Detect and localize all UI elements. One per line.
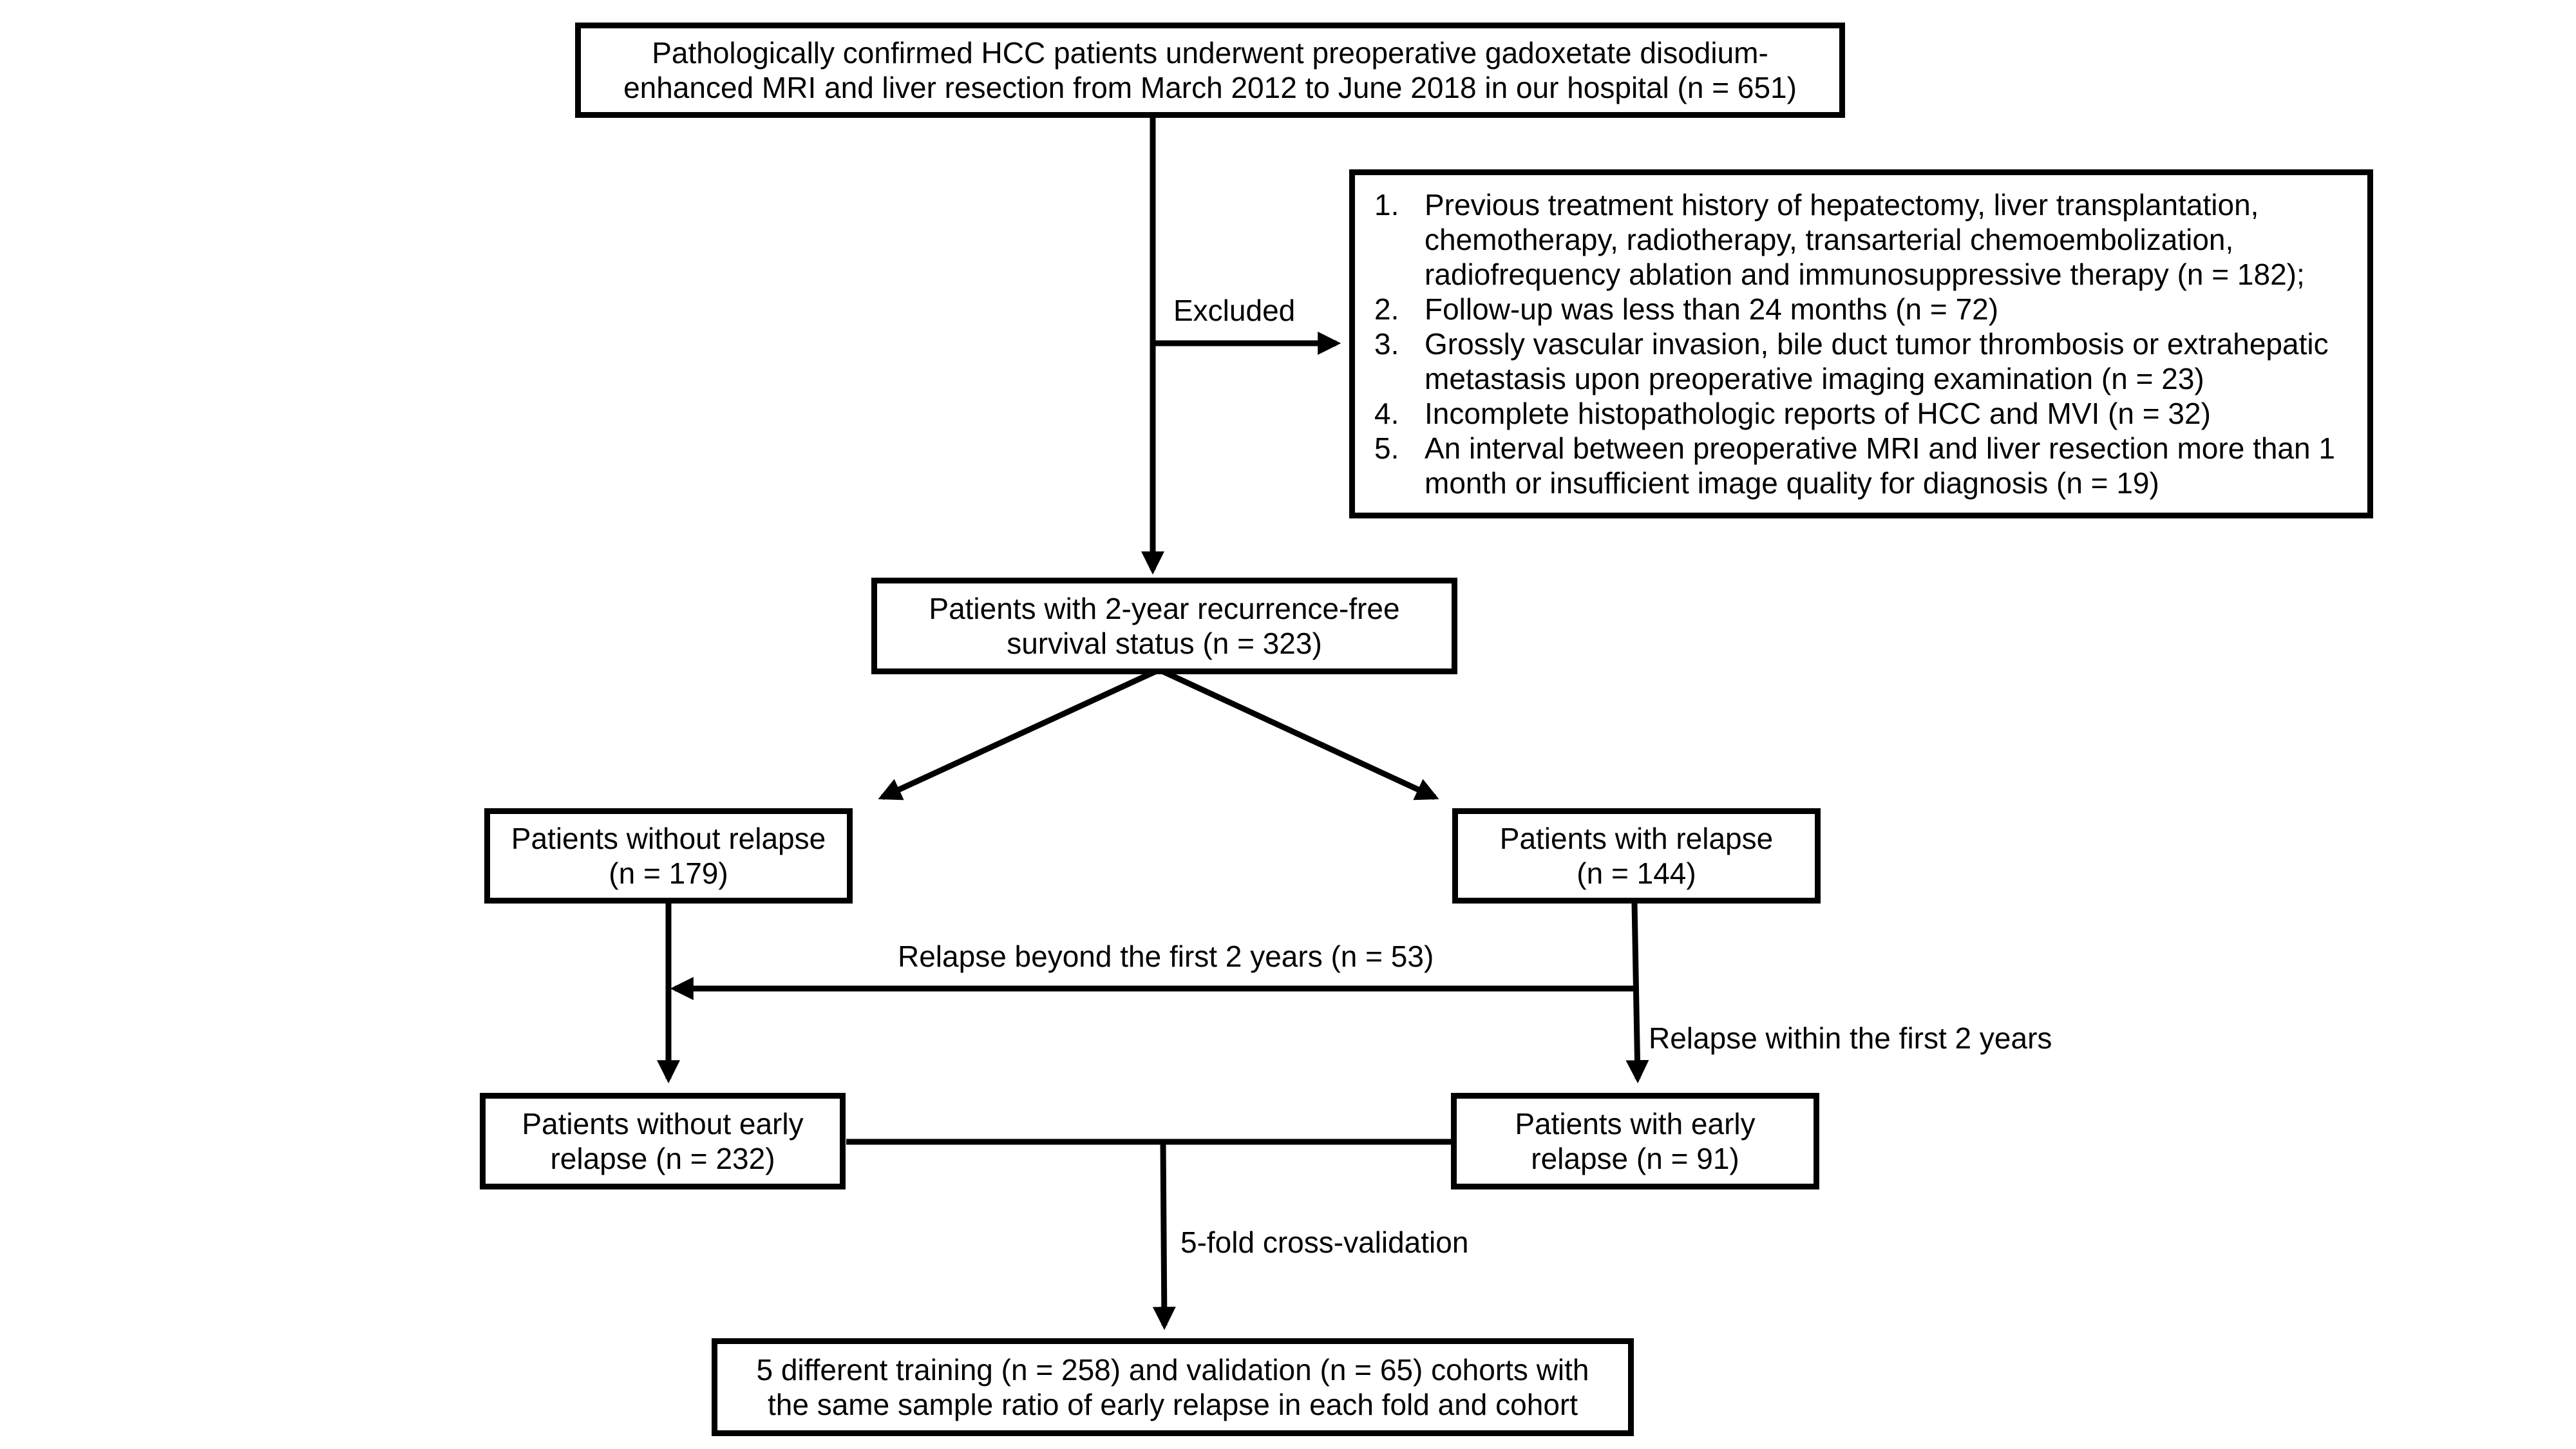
exclusion-line: Follow-up was less than 24 months (n = 7… bbox=[1425, 292, 1999, 326]
exclusion-number: 4. bbox=[1374, 397, 1399, 430]
exclusion-item: 2. Follow-up was less than 24 months (n … bbox=[1374, 292, 2354, 327]
label-relapse-within: Relapse within the first 2 years bbox=[1649, 1021, 2052, 1055]
exclusion-line: An interval between preoperative MRI and… bbox=[1425, 431, 2335, 465]
exclusion-number: 5. bbox=[1374, 431, 1399, 465]
box-line: Patients with 2-year recurrence-free bbox=[929, 592, 1400, 625]
label-cross-validation: 5-fold cross-validation bbox=[1180, 1226, 1469, 1259]
box-training-validation-cohorts: 5 different training (n = 258) and valid… bbox=[712, 1338, 1634, 1436]
box-line: Patients without early bbox=[522, 1107, 804, 1141]
arrow-cross-validation bbox=[1152, 1141, 1176, 1331]
box-line: Patients without relapse bbox=[511, 822, 826, 855]
box-line: Patients with early bbox=[1515, 1107, 1756, 1141]
arrow-rfs-to-relapse bbox=[1158, 667, 1439, 800]
box-exclusion-criteria: 1. Previous treatment history of hepatec… bbox=[1349, 169, 2373, 518]
box-line: Pathologically confirmed HCC patients un… bbox=[652, 36, 1768, 70]
box-line: (n = 144) bbox=[1577, 857, 1696, 890]
box-line: 5 different training (n = 258) and valid… bbox=[756, 1353, 1589, 1387]
exclusion-line: radiofrequency ablation and immunosuppre… bbox=[1425, 258, 2305, 291]
exclusion-number: 2. bbox=[1374, 292, 1399, 326]
box-patients-with-early-relapse: Patients with early relapse (n = 91) bbox=[1451, 1093, 1819, 1189]
exclusion-item: 4. Incomplete histopathologic reports of… bbox=[1374, 396, 2354, 431]
box-pathologically-confirmed: Pathologically confirmed HCC patients un… bbox=[575, 23, 1845, 118]
label-excluded: Excluded bbox=[1173, 294, 1296, 327]
box-patients-with-relapse: Patients with relapse (n = 144) bbox=[1452, 808, 1821, 904]
exclusion-item: 3. Grossly vascular invasion, bile duct … bbox=[1374, 327, 2354, 396]
box-patients-without-relapse: Patients without relapse (n = 179) bbox=[484, 808, 853, 904]
box-line: enhanced MRI and liver resection from Ma… bbox=[623, 71, 1797, 104]
box-patients-without-early-relapse: Patients without early relapse (n = 232) bbox=[480, 1093, 846, 1189]
arrow-relapse-down bbox=[1625, 902, 1649, 1084]
exclusion-line: Incomplete histopathologic reports of HC… bbox=[1425, 397, 2211, 430]
exclusion-number: 1. bbox=[1374, 188, 1399, 222]
box-recurrence-free-survival: Patients with 2-year recurrence-free sur… bbox=[871, 578, 1457, 674]
label-relapse-beyond: Relapse beyond the first 2 years (n = 53… bbox=[898, 940, 1434, 973]
box-line: relapse (n = 91) bbox=[1531, 1142, 1739, 1175]
exclusion-item: 1. Previous treatment history of hepatec… bbox=[1374, 187, 2354, 292]
exclusion-line: chemotherapy, radiotherapy, transarteria… bbox=[1425, 223, 2234, 256]
exclusion-line: metastasis upon preoperative imaging exa… bbox=[1425, 362, 2204, 395]
exclusion-line: Previous treatment history of hepatectom… bbox=[1425, 188, 2259, 222]
exclusion-line: month or insufficient image quality for … bbox=[1425, 466, 2159, 500]
exclusion-item: 5. An interval between preoperative MRI … bbox=[1374, 431, 2354, 500]
arrow-rfs-to-no-relapse bbox=[878, 667, 1160, 800]
exclusion-number: 3. bbox=[1374, 327, 1399, 361]
box-line: survival status (n = 323) bbox=[1007, 627, 1322, 660]
exclusion-line: Grossly vascular invasion, bile duct tum… bbox=[1425, 327, 2329, 361]
box-line: (n = 179) bbox=[609, 857, 728, 890]
box-line: relapse (n = 232) bbox=[550, 1142, 775, 1175]
box-line: Patients with relapse bbox=[1499, 822, 1774, 855]
box-line: the same sample ratio of early relapse i… bbox=[767, 1388, 1578, 1421]
